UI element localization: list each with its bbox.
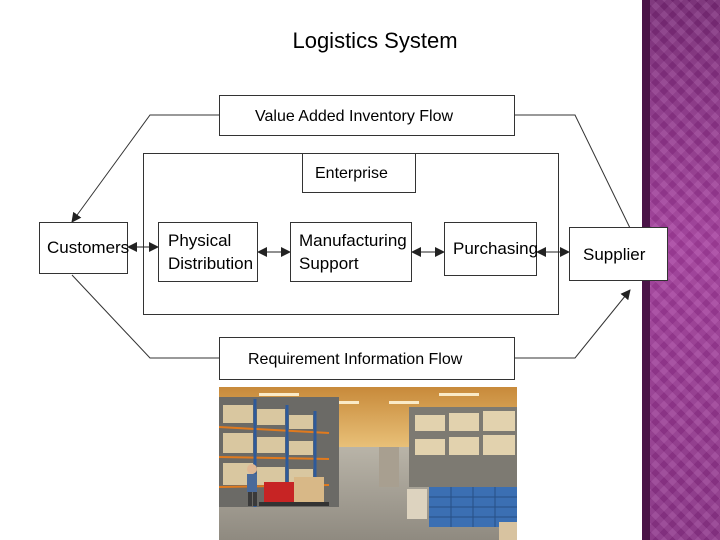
customers-box: Customers [39,222,130,274]
supplier-box: Supplier [569,227,668,281]
requirement-flow-arrow [515,289,631,359]
value-added-inventory-flow-box: Value Added Inventory Flow [219,95,515,136]
manufacturing-support-box: Manufacturing Support [290,222,412,282]
value-flow-arrow [71,114,220,223]
purchasing-label: Purchasing [453,239,539,258]
requirement-information-flow-label: Requirement Information Flow [248,351,463,368]
value-added-inventory-flow-label: Value Added Inventory Flow [255,108,454,125]
physical-distribution-label-line1: Physical [168,231,232,250]
enterprise-label: Enterprise [315,165,388,182]
physical-distribution-label-line2: Distribution [168,254,254,273]
requirement-information-flow-box: Requirement Information Flow [219,337,515,380]
enterprise-box: Enterprise [302,153,416,193]
supplier-label: Supplier [583,245,646,264]
purchasing-box: Purchasing [444,222,539,276]
manufacturing-support-label-line1: Manufacturing [299,231,407,250]
manufacturing-support-label-line2: Support [299,254,359,273]
value-flow-line [515,114,631,229]
requirement-flow-line [71,274,219,359]
physical-distribution-box: Physical Distribution [158,222,258,282]
warehouse-photo [219,387,517,540]
diagram-title: Logistics System [292,28,458,53]
customers-label: Customers [47,238,130,257]
